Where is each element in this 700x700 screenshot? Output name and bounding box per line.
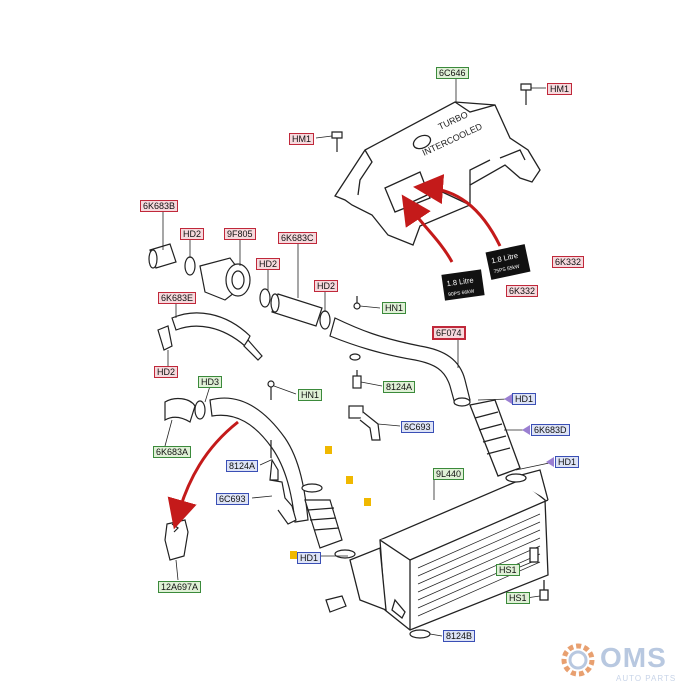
label-8124b[interactable]: 8124B	[443, 630, 476, 642]
label-hd1-a[interactable]: HD1	[512, 393, 537, 405]
badge-lower-size: 1.8 Litre	[446, 276, 474, 289]
bolt-hm1-right	[520, 83, 532, 105]
sensor-12a697a	[164, 519, 189, 561]
label-6k683d[interactable]: 6K683D	[531, 424, 570, 436]
oms-logo: OMS AUTO PARTS	[556, 630, 696, 690]
label-6k683e[interactable]: 6K683E	[158, 292, 197, 304]
label-6k683a[interactable]: 6K683A	[153, 446, 192, 458]
label-hd1-c[interactable]: HD1	[297, 552, 322, 564]
badge-upper-note: 75PS 55kW	[493, 264, 520, 275]
label-6c646[interactable]: 6C646	[436, 67, 469, 79]
logo-text: OMS	[600, 642, 667, 673]
marker-yellow-2	[346, 476, 353, 484]
label-hd2-d[interactable]: HD2	[154, 366, 179, 378]
marker-purple-2	[522, 425, 530, 435]
marker-purple-3	[546, 457, 554, 467]
bolt-hm1-left	[331, 131, 343, 152]
label-8124a-a[interactable]: 8124A	[383, 381, 416, 393]
marker-purple-1	[504, 394, 512, 404]
marker-yellow-4	[290, 551, 297, 559]
marker-yellow-1	[325, 446, 332, 454]
marker-yellow-3	[364, 498, 371, 506]
label-hd2-a[interactable]: HD2	[180, 228, 205, 240]
label-6c693-a[interactable]: 6C693	[401, 421, 434, 433]
label-hm1-right[interactable]: HM1	[547, 83, 573, 95]
label-hs1-a[interactable]: HS1	[496, 564, 520, 576]
sensor-group-center	[348, 296, 381, 441]
badge-upper: 1.8 Litre 75PS 55kW	[485, 244, 531, 280]
gear-icon	[561, 643, 595, 677]
label-hd1-b[interactable]: HD1	[555, 456, 580, 468]
label-6k332-b[interactable]: 6K332	[506, 285, 539, 297]
lower-pipe-assembly	[164, 380, 356, 559]
label-6f074[interactable]: 6F074	[432, 326, 466, 340]
leader-lines	[162, 78, 555, 637]
label-9f805[interactable]: 9F805	[224, 228, 256, 240]
label-hn1-a[interactable]: HN1	[382, 302, 407, 314]
upper-pipe-assembly	[148, 243, 471, 407]
label-hn1-b[interactable]: HN1	[298, 389, 323, 401]
label-hd2-b[interactable]: HD2	[256, 258, 281, 270]
label-hd3[interactable]: HD3	[198, 376, 223, 388]
logo-subtext: AUTO PARTS	[616, 674, 677, 683]
sensor-bottom	[325, 595, 431, 639]
callout-arrow-upper	[413, 174, 502, 247]
label-9l440[interactable]: 9L440	[433, 468, 465, 480]
label-6k332-a[interactable]: 6K332	[552, 256, 585, 268]
intercooler	[349, 399, 549, 631]
badge-lower-note: 90PS 66kW	[448, 288, 475, 298]
label-6k683c[interactable]: 6K683C	[278, 232, 317, 244]
label-8124a-b[interactable]: 8124A	[226, 460, 259, 472]
label-6k683b[interactable]: 6K683B	[140, 200, 179, 212]
markers	[290, 394, 554, 559]
badge-lower: 1.8 Litre 90PS 66kW	[441, 269, 485, 301]
label-6c693-b[interactable]: 6C693	[216, 493, 249, 505]
label-hm1-left[interactable]: HM1	[289, 133, 315, 145]
callout-arrow-lower	[401, 194, 454, 263]
label-hd2-c[interactable]: HD2	[314, 280, 339, 292]
label-12a697a[interactable]: 12A697A	[158, 581, 202, 593]
label-hs1-b[interactable]: HS1	[506, 592, 530, 604]
callout-arrow-sensor	[167, 420, 239, 530]
